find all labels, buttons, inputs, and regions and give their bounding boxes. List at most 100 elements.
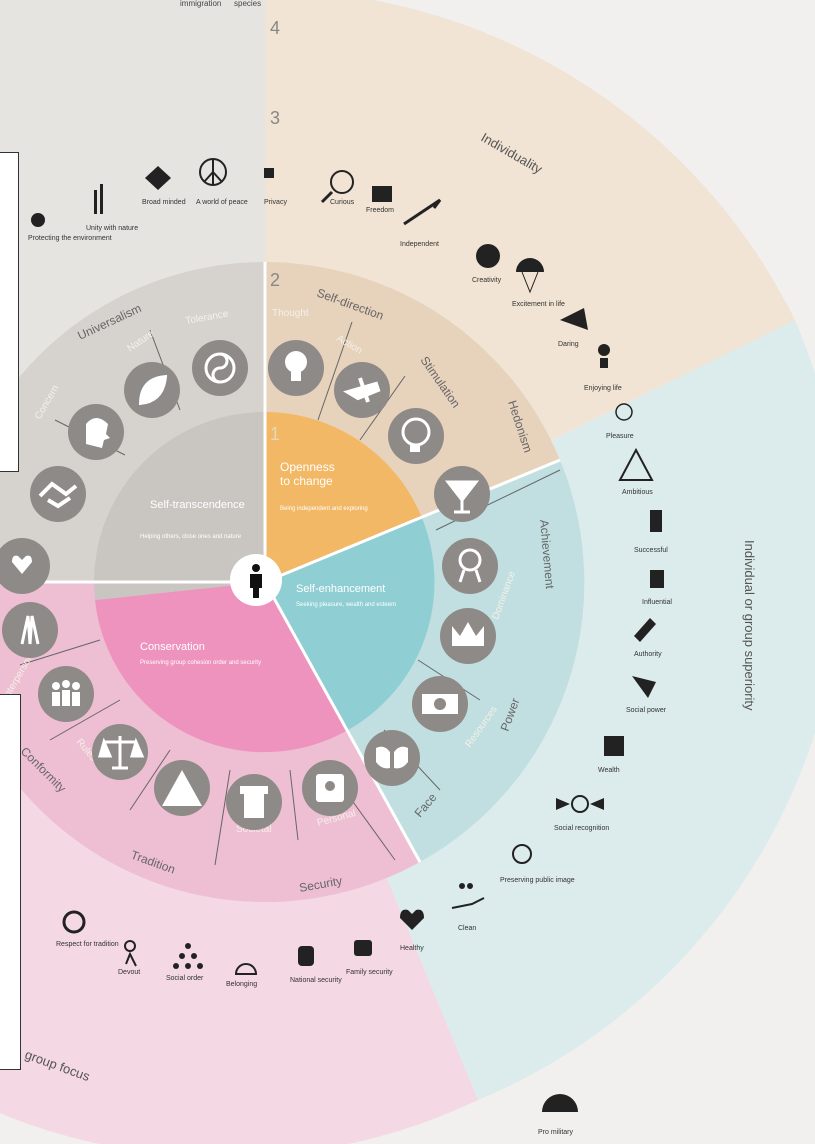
- outer-label-successful: Successful: [634, 547, 668, 554]
- outer-label-clean: Clean: [458, 925, 476, 932]
- healthy-icon: [400, 909, 424, 930]
- creativity-icon: [476, 244, 500, 268]
- peace-icon: [199, 158, 227, 186]
- outer-label-protecting: Protecting the environment: [28, 235, 112, 242]
- outer-label-social-recognition: Social recognition: [554, 825, 609, 832]
- successful-icon: [650, 510, 662, 532]
- overlay-box-bottom: [0, 694, 21, 1070]
- level-number-3: 3: [270, 108, 280, 128]
- ring-icon-cocktail: [434, 466, 490, 522]
- outer-label-peace: A world of peace: [196, 199, 248, 206]
- outer-label-influential: Influential: [642, 599, 672, 606]
- belonging-icon: [234, 963, 258, 975]
- ring-icon-scales: [92, 724, 148, 780]
- ring-icon-mask: [364, 730, 420, 786]
- outer-label-freedom: Freedom: [366, 207, 394, 214]
- authority-icon: [634, 618, 656, 642]
- ring-icon-head: [68, 404, 124, 460]
- pro-military-icon: [542, 1094, 578, 1112]
- outer-label-broad: Broad minded: [142, 199, 186, 206]
- conservation-inner-sector: [95, 582, 348, 753]
- enhancement-inner-sector: [265, 518, 435, 730]
- outer-label-enjoying: Enjoying life: [584, 385, 622, 392]
- ring-icon-yin-yang: [192, 340, 248, 396]
- unity-nature-icon: [94, 184, 103, 214]
- privacy-icon: [264, 168, 274, 178]
- ring-icon-medal: [442, 538, 498, 594]
- curious-icon: [320, 170, 354, 204]
- outer-label-independent: Independent: [400, 241, 439, 248]
- ring-icon-handshake: [30, 466, 86, 522]
- quadrant-sub-enhancement: Seeking pleasure, wealth and esteem: [296, 602, 396, 608]
- quadrant-sub-conservation: Preserving group cohesion order and secu…: [140, 660, 261, 666]
- national-security-icon: [298, 946, 314, 966]
- devout-icon: [124, 940, 137, 967]
- outer-label-ambitious: Ambitious: [622, 489, 653, 496]
- outer-label-social-power: Social power: [626, 707, 667, 714]
- quadrant-sub-openness: Being independent and exploring: [280, 506, 368, 512]
- outer-label-belonging: Belonging: [226, 981, 257, 988]
- ring-icon-leaf: [124, 362, 180, 418]
- quadrant-sub-transcendence: Helping others, close ones and nature: [140, 534, 242, 540]
- social-order-icon: [173, 943, 203, 969]
- influential-icon: [650, 570, 664, 588]
- ring-icon-bulb: [268, 340, 324, 396]
- ring-icon-keyhole: [302, 760, 358, 816]
- ring-icon-mind: [388, 408, 444, 464]
- enjoying-icon: [598, 344, 610, 368]
- outer-label-public-image: Preserving public image: [500, 877, 575, 884]
- outer-label-national-security: National security: [290, 977, 342, 984]
- ring-icon-tower: [226, 774, 282, 830]
- family-security-icon: [354, 940, 372, 956]
- outer-label-creativity: Creativity: [472, 277, 502, 284]
- top-cut-label-species: species: [234, 0, 261, 8]
- level-number-4: 4: [270, 18, 280, 38]
- ring-icon-heart-hands: [0, 538, 50, 594]
- outer-label-devout: Devout: [118, 969, 140, 976]
- outer-label-curious: Curious: [330, 199, 355, 206]
- outer-label-wealth: Wealth: [598, 767, 620, 774]
- quadrant-label-transcendence: Self-transcendence: [150, 499, 245, 511]
- outer-label-pleasure: Pleasure: [606, 433, 634, 440]
- social-power-icon: [632, 676, 656, 698]
- social-recognition-icon: [556, 795, 604, 813]
- level-number-1: 1: [270, 424, 280, 444]
- public-image-icon: [512, 844, 532, 864]
- ring-icon-plane: [334, 362, 390, 418]
- wealth-icon: [604, 736, 624, 756]
- outer-label-daring: Daring: [558, 341, 579, 348]
- excitement-icon: [516, 258, 544, 294]
- quadrant-label-enhancement: Self-enhancement: [296, 583, 385, 595]
- outer-label-healthy: Healthy: [400, 945, 424, 952]
- outer-label-superiority: Individual or group superiority: [742, 540, 757, 711]
- overlay-box-top: [0, 152, 19, 472]
- value-label-achievement: Achievement: [537, 519, 557, 590]
- openness-inner-sector: [265, 412, 422, 582]
- broad-minded-icon: [145, 166, 171, 190]
- level-number-2: 2: [270, 270, 280, 290]
- outer-label-privacy: Privacy: [264, 199, 287, 206]
- quadrant-label-conservation: Conservation: [140, 641, 205, 653]
- top-cut-label-immigration: immigration: [180, 0, 221, 8]
- outer-label-excitement: Excitement in life: [512, 301, 565, 308]
- ambitious-icon: [618, 447, 654, 481]
- ring-icon-crown: [440, 608, 496, 664]
- transcendence-inner-sector: [94, 411, 265, 600]
- clean-icon: [451, 883, 485, 909]
- daring-icon: [560, 308, 588, 330]
- outer-label-pro-military: Pro military: [538, 1129, 574, 1136]
- ring-icon-banknote: [412, 676, 468, 732]
- outer-label-authority: Authority: [634, 651, 662, 658]
- ring-icon-pyramid: [154, 760, 210, 816]
- outer-label-respect-tradition: Respect for tradition: [56, 941, 119, 948]
- pleasure-icon: [615, 403, 633, 421]
- ring-icon-pray: [2, 602, 58, 658]
- center-person-icon: [230, 554, 282, 606]
- freedom-icon: [372, 186, 392, 202]
- sub-label-thought: Thought: [272, 308, 309, 319]
- outer-label-family-security: Family security: [346, 969, 393, 976]
- protecting-environment-icon: [31, 213, 45, 227]
- outer-label-unity: Unity with nature: [86, 225, 138, 232]
